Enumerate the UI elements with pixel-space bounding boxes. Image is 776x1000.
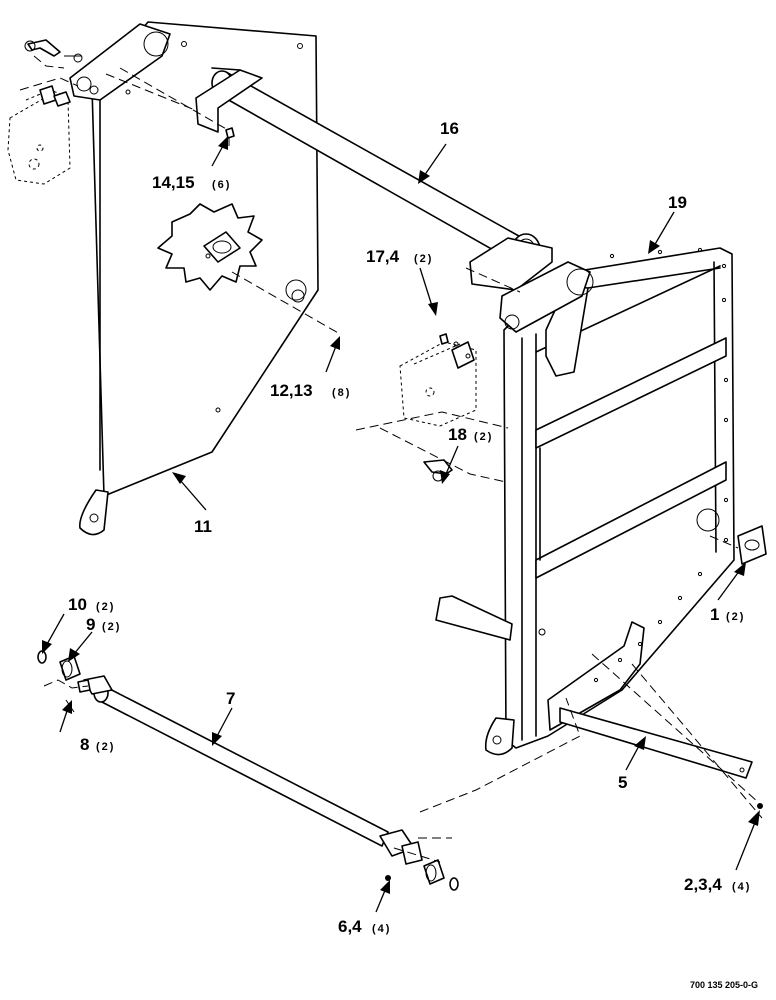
svg-text:17,4: 17,4: [366, 247, 400, 266]
alignment-lines: [43, 67, 763, 863]
callout-16: 16: [440, 119, 459, 138]
cross-tube: [195, 67, 553, 291]
callout-12-13: 12,13 (8): [270, 381, 351, 400]
svg-text:18: 18: [448, 425, 467, 444]
svg-text:10: 10: [68, 595, 87, 614]
callout-17-4: 17,4 (2): [366, 247, 433, 266]
right-side-panel: [484, 247, 735, 756]
hinge-pin-18: [423, 459, 453, 482]
svg-text:6,4: 6,4: [338, 917, 362, 936]
svg-text:19: 19: [668, 193, 687, 212]
svg-text:2,3,4: 2,3,4: [684, 875, 722, 894]
washer-10-right: [449, 877, 459, 891]
svg-text:(4): (4): [732, 881, 751, 893]
bearing-plate-1: [737, 525, 767, 565]
axle-tube: [77, 675, 423, 865]
spacer-9: [59, 655, 81, 681]
svg-text:1: 1: [710, 605, 719, 624]
leader-lines: [42, 136, 763, 913]
left-ghost-bracket: [7, 85, 71, 185]
callout-6-4: 6,4 (4): [338, 917, 391, 936]
callout-1: 1 (2): [710, 605, 745, 624]
svg-text:(4): (4): [372, 923, 391, 935]
left-hinge-pin: [19, 39, 83, 91]
callout-9: 9 (2): [86, 615, 121, 634]
svg-text:(2): (2): [96, 601, 115, 613]
svg-text:(2): (2): [102, 621, 121, 633]
right-ghost-bracket: [399, 333, 477, 427]
spacer-9-right: [423, 859, 445, 885]
callout-19: 19: [668, 193, 687, 212]
svg-text:12,13: 12,13: [270, 381, 313, 400]
svg-text:11: 11: [194, 517, 212, 536]
svg-text:14,15: 14,15: [152, 173, 195, 192]
svg-text:(6): (6): [212, 179, 231, 191]
left-side-panel: [69, 21, 341, 536]
callout-5: 5: [618, 773, 627, 792]
callout-10: 10 (2): [68, 595, 115, 614]
callout-2-3-4: 2,3,4 (4): [684, 875, 751, 894]
svg-text:7: 7: [226, 689, 235, 708]
svg-text:(2): (2): [474, 431, 493, 443]
svg-text:(2): (2): [96, 741, 115, 753]
svg-text:9: 9: [86, 615, 95, 634]
callout-8: 8 (2): [80, 735, 115, 754]
svg-text:(8): (8): [332, 387, 351, 399]
svg-text:16: 16: [440, 119, 459, 138]
figure-number: 700 135 205-0-G: [690, 980, 758, 990]
svg-text:(2): (2): [414, 253, 433, 265]
svg-text:8: 8: [80, 735, 89, 754]
callout-18: 18 (2): [448, 425, 493, 444]
svg-text:5: 5: [618, 773, 627, 792]
bolt-14-15: [225, 127, 235, 146]
svg-text:(2): (2): [726, 611, 745, 623]
callout-11: 11: [194, 517, 212, 536]
callout-7: 7: [226, 689, 235, 708]
bearing-plate-detail: [157, 203, 263, 291]
callout-14-15: 14,15 (6): [152, 173, 231, 192]
diagonal-brace: [435, 595, 753, 779]
